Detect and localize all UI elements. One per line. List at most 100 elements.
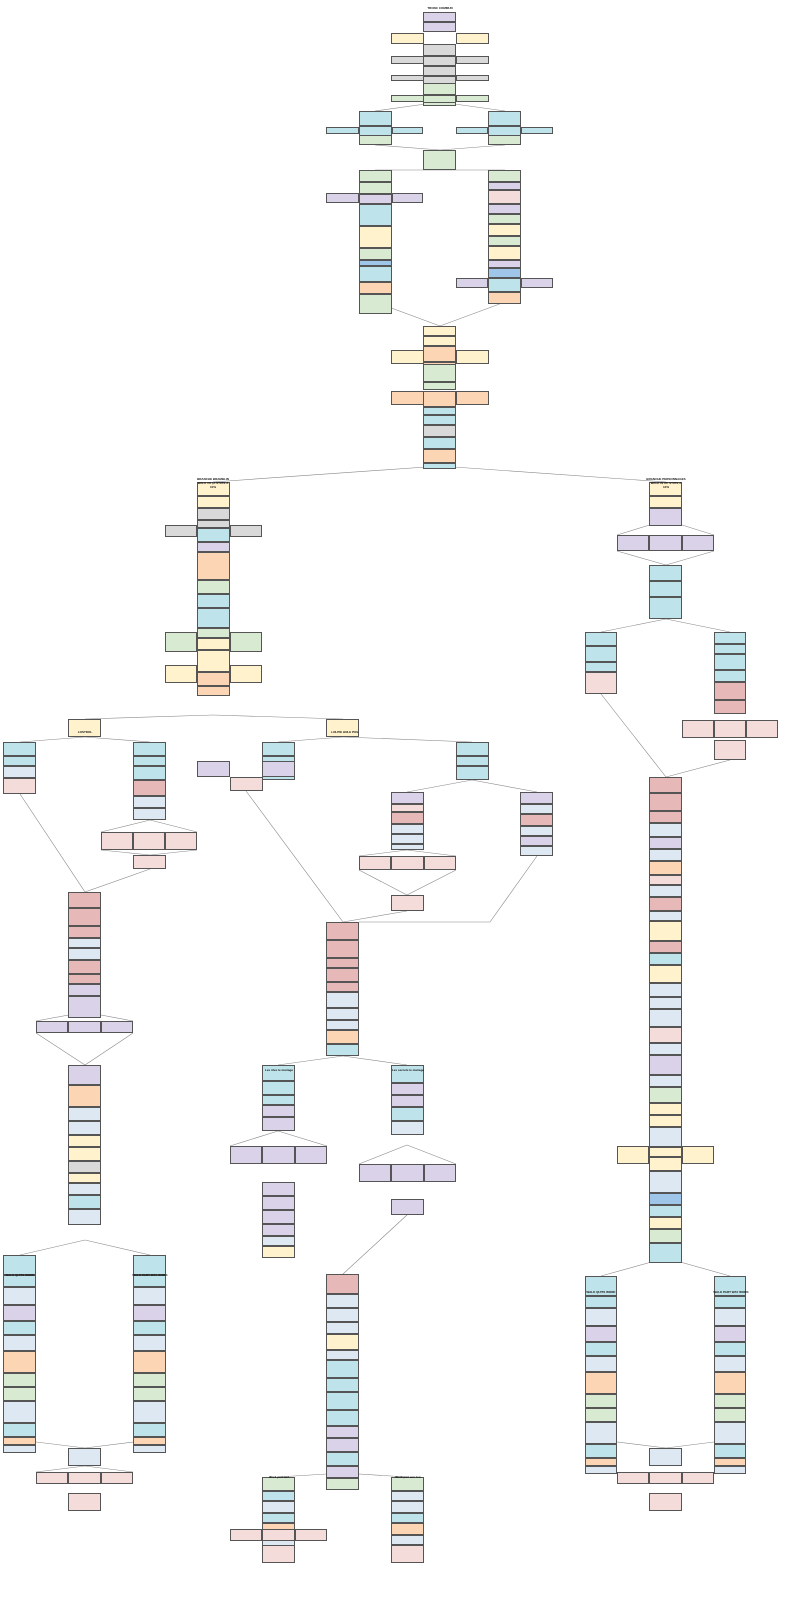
flow-node bbox=[649, 1493, 682, 1511]
connector-line bbox=[149, 849, 198, 856]
flow-node bbox=[649, 1043, 682, 1055]
connector-line bbox=[84, 714, 214, 720]
connector-line bbox=[471, 779, 538, 793]
connector-line bbox=[665, 618, 731, 633]
flow-node bbox=[649, 837, 682, 849]
flow-node bbox=[714, 1372, 746, 1394]
connector-line bbox=[342, 1055, 408, 1066]
title-mid-a: Les rites le mariage bbox=[264, 1068, 294, 1072]
flow-node bbox=[585, 1466, 617, 1474]
flow-node bbox=[68, 1107, 101, 1121]
connector-line bbox=[439, 144, 506, 151]
flow-node bbox=[391, 1523, 424, 1535]
flow-node bbox=[359, 111, 392, 126]
connector-line bbox=[35, 1032, 86, 1066]
flow-node bbox=[197, 761, 230, 777]
flow-node bbox=[230, 777, 263, 791]
flow-node bbox=[359, 1164, 391, 1182]
flow-node bbox=[649, 941, 682, 953]
flow-node bbox=[585, 632, 617, 646]
flow-node bbox=[68, 984, 101, 996]
flow-node bbox=[391, 812, 424, 824]
flow-node bbox=[3, 1351, 36, 1373]
flow-node bbox=[649, 1193, 682, 1205]
connector-line bbox=[616, 550, 667, 566]
flow-node bbox=[423, 407, 456, 415]
flow-node bbox=[423, 346, 456, 362]
flow-node bbox=[230, 525, 262, 537]
flow-node bbox=[391, 792, 424, 804]
connector-line bbox=[19, 793, 86, 893]
flow-node bbox=[649, 849, 682, 861]
flow-node bbox=[391, 1107, 424, 1121]
connector-line bbox=[212, 465, 441, 483]
flow-node bbox=[133, 808, 166, 820]
flow-node bbox=[649, 983, 682, 997]
flow-node bbox=[456, 391, 489, 405]
flow-node bbox=[714, 740, 746, 760]
flow-node bbox=[423, 12, 456, 22]
flow-node bbox=[649, 911, 682, 921]
connector-line bbox=[439, 465, 667, 483]
flow-node bbox=[3, 766, 36, 778]
flow-node bbox=[488, 268, 521, 278]
flow-node bbox=[649, 1147, 682, 1157]
flow-node bbox=[488, 292, 521, 304]
flow-node bbox=[262, 1095, 295, 1105]
flow-node bbox=[649, 1055, 682, 1075]
flow-node bbox=[133, 1275, 166, 1287]
connector-line bbox=[84, 868, 151, 893]
flow-node bbox=[746, 720, 778, 738]
flow-node bbox=[326, 940, 359, 958]
flow-node bbox=[423, 22, 456, 32]
connector-line bbox=[600, 693, 667, 778]
flow-node bbox=[488, 190, 521, 204]
flow-node bbox=[326, 922, 359, 940]
connector-line bbox=[665, 550, 715, 566]
flow-node bbox=[3, 1437, 36, 1445]
flow-node bbox=[682, 1146, 714, 1164]
flow-node bbox=[68, 1195, 101, 1209]
connector-line bbox=[100, 849, 151, 856]
flow-node bbox=[262, 1065, 295, 1081]
flow-node bbox=[326, 1452, 359, 1466]
flow-node bbox=[585, 1276, 617, 1296]
connector-line bbox=[374, 144, 441, 151]
flow-node bbox=[391, 1095, 424, 1107]
flow-node bbox=[423, 66, 456, 76]
flow-node bbox=[649, 997, 682, 1009]
flow-node bbox=[423, 364, 456, 382]
flow-node bbox=[391, 56, 424, 64]
flow-node bbox=[456, 56, 489, 64]
flow-node bbox=[326, 1334, 359, 1350]
connector-line bbox=[149, 819, 198, 833]
connector-line bbox=[245, 790, 344, 923]
flow-node bbox=[585, 1458, 617, 1466]
flow-node bbox=[649, 508, 682, 526]
flow-node bbox=[585, 1444, 617, 1458]
flow-node bbox=[649, 793, 682, 811]
flow-node bbox=[714, 1326, 746, 1342]
connector-line bbox=[277, 1055, 344, 1066]
flow-node bbox=[649, 1205, 682, 1217]
flow-node bbox=[262, 1081, 295, 1095]
flow-node bbox=[68, 1085, 101, 1107]
flow-node bbox=[36, 1472, 68, 1484]
flow-node bbox=[585, 1356, 617, 1372]
flow-node bbox=[326, 1350, 359, 1360]
flow-node bbox=[3, 1373, 36, 1387]
flow-node bbox=[714, 1356, 746, 1372]
flow-node bbox=[68, 996, 101, 1018]
flow-node bbox=[391, 1545, 424, 1563]
flow-node bbox=[359, 294, 392, 314]
flow-node bbox=[649, 581, 682, 597]
title-left-a: LOSTDOL bbox=[77, 730, 93, 734]
flow-node bbox=[68, 948, 101, 960]
flow-node bbox=[326, 1044, 359, 1056]
flow-node bbox=[295, 1529, 327, 1541]
flow-node bbox=[456, 95, 489, 102]
flow-node bbox=[3, 1445, 36, 1453]
flow-node bbox=[649, 921, 682, 941]
flow-node bbox=[3, 1321, 36, 1335]
